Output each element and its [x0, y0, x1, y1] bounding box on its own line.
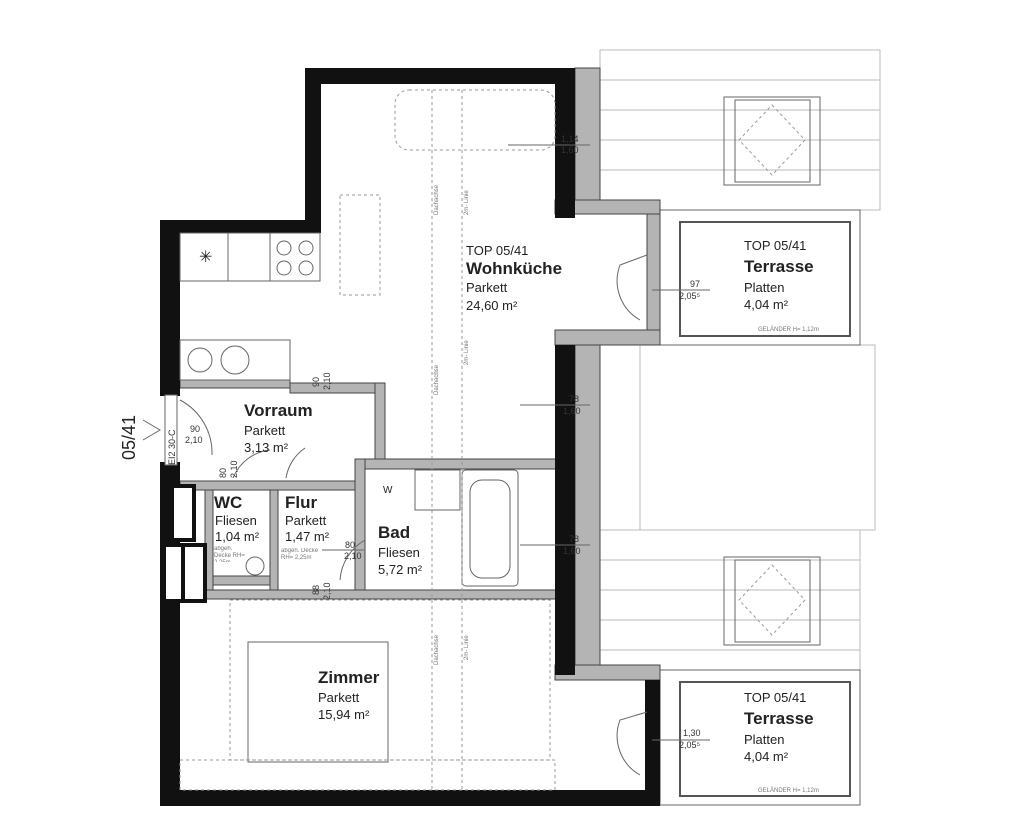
- room-area: 15,94 m²: [318, 707, 370, 722]
- opening-height: 2,10: [344, 551, 362, 561]
- room-area: 1,47 m²: [285, 529, 330, 544]
- opening-height: 2,05⁵: [679, 740, 701, 750]
- room-floor: Platten: [744, 280, 784, 295]
- room-floor: Parkett: [466, 280, 508, 295]
- two-m-line-label: 2m- Linie: [464, 340, 470, 365]
- unit-number: 05/41: [119, 415, 139, 460]
- opening-width: 97: [690, 279, 700, 289]
- door-width: 90: [190, 424, 200, 434]
- room-area: 1,04 m²: [215, 529, 260, 544]
- room-area: 24,60 m²: [466, 298, 518, 313]
- roof-axis-label: Dachachse: [434, 634, 440, 665]
- room-floor: Platten: [744, 732, 784, 747]
- opening-width: 1,30: [683, 728, 701, 738]
- opening-width: 78: [569, 534, 579, 544]
- opening-height: 1,60: [563, 406, 581, 416]
- room-name: Zimmer: [318, 668, 380, 687]
- room-area: 5,72 m²: [378, 562, 423, 577]
- room-name: Wohnküche: [466, 259, 562, 278]
- lowered-ceiling-flur: abgeh. Decke RH= 2,25m: [281, 548, 319, 561]
- room-terrasse-2: TOP 05/41 Terrasse Platten 4,04 m² GELÄN…: [744, 690, 819, 794]
- room-flur: Flur Parkett 1,47 m²: [285, 493, 330, 544]
- room-floor: Fliesen: [378, 545, 420, 560]
- opening-height: 2,05⁵: [679, 291, 701, 301]
- unit-label: TOP 05/41: [744, 690, 806, 705]
- roof-axis-label: Dachachse: [434, 184, 440, 215]
- room-name: Terrasse: [744, 709, 814, 728]
- room-area: 3,13 m²: [244, 440, 289, 455]
- room-floor: Fliesen: [215, 513, 257, 528]
- opening-width: 88: [311, 585, 321, 595]
- opening-width: 90: [311, 377, 321, 387]
- room-name: WC: [214, 493, 242, 512]
- room-vorraum: Vorraum Parkett 3,13 m²: [244, 401, 313, 455]
- room-floor: Parkett: [244, 423, 286, 438]
- opening-height: 2,10: [322, 372, 332, 390]
- railing-height: GELÄNDER H= 1,12m: [758, 787, 819, 794]
- two-m-line-label: 2m- Linie: [464, 635, 470, 660]
- railing-height: GELÄNDER H= 1,12m: [758, 326, 819, 333]
- annotations: W Dachachse 2m- Linie Dachachse 2m- Lini…: [214, 184, 470, 665]
- room-floor: Parkett: [285, 513, 327, 528]
- sink-icon: ✳: [199, 249, 212, 266]
- fixtures: ✳: [179, 89, 556, 791]
- room-name: Bad: [378, 523, 410, 542]
- bearing-walls: [160, 68, 660, 806]
- room-bad: Bad Fliesen 5,72 m²: [378, 523, 423, 577]
- door-height: 2,10: [185, 435, 203, 445]
- room-area: 4,04 m²: [744, 297, 789, 312]
- room-area: 4,04 m²: [744, 749, 789, 764]
- room-zimmer: Zimmer Parkett 15,94 m²: [318, 668, 380, 722]
- two-m-line-label: 2m- Linie: [464, 190, 470, 215]
- unit-label: TOP 05/41: [744, 238, 806, 253]
- room-name: Vorraum: [244, 401, 313, 420]
- lowered-ceiling-label: abgeh. Decke RH= 2,25m: [281, 548, 319, 561]
- opening-width: 80: [345, 540, 355, 550]
- door-fire-rating: EI2 30-C: [167, 429, 177, 465]
- opening-height: 1,60: [561, 145, 579, 155]
- lowered-ceiling-label: abgeh. Decke RH= 2,25m: [214, 546, 245, 562]
- deck-areas: [599, 49, 881, 671]
- opening-width: 80: [218, 468, 228, 478]
- room-floor: Parkett: [318, 690, 360, 705]
- lowered-ceiling-wc: abgeh. Decke RH= 2,25m: [214, 546, 245, 562]
- roof-axis-label: Dachachse: [434, 364, 440, 395]
- opening-height: 2,10: [322, 582, 332, 600]
- room-terrasse-1: TOP 05/41 Terrasse Platten 4,04 m² GELÄN…: [744, 238, 819, 333]
- opening-height: 1,60: [563, 546, 581, 556]
- opening-width: 1,14: [561, 134, 579, 144]
- room-wohnkueche: TOP 05/41 Wohnküche Parkett 24,60 m²: [466, 243, 562, 313]
- opening-height: 2,10: [229, 460, 239, 478]
- room-wc: WC Fliesen 1,04 m²: [214, 493, 260, 544]
- washer-label: W: [383, 485, 393, 496]
- room-name: Terrasse: [744, 257, 814, 276]
- entrance-arrow-icon: [142, 419, 161, 441]
- opening-width: 78: [569, 394, 579, 404]
- opening-dimensions: 1,14 1,60 97 2,05⁵ 78 1,60 78 1,60 1,30 …: [218, 134, 710, 750]
- unit-label: TOP 05/41: [466, 243, 528, 258]
- room-name: Flur: [285, 493, 317, 512]
- doors: [164, 254, 648, 776]
